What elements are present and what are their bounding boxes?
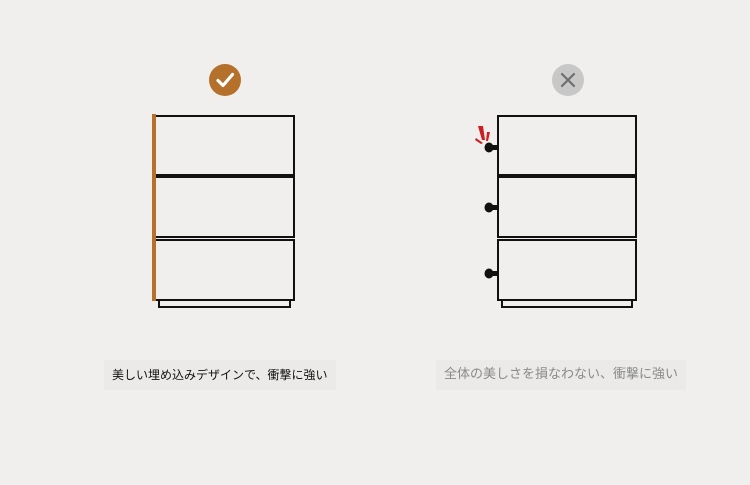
embedded-handle-strip: [152, 114, 156, 301]
drawer-bottom: [497, 239, 637, 301]
drawer-top: [154, 115, 295, 176]
drawer-middle: [154, 176, 295, 238]
cabinet-base: [158, 299, 291, 308]
bad-caption: 全体の美しさを損なわない、衝撃に強い: [436, 360, 687, 390]
check-icon: [216, 72, 235, 88]
knob-top: [484, 142, 499, 153]
cross-badge: [552, 64, 584, 96]
drawer-middle: [497, 176, 637, 238]
bad-drawer-diagram: [475, 115, 637, 308]
drawer-top: [497, 115, 637, 176]
impact-icon: [475, 126, 490, 144]
good-caption: 美しい埋め込みデザインで、衝撃に強い: [104, 360, 336, 390]
drawer-unit: [497, 115, 637, 308]
knob-bottom: [484, 268, 499, 279]
cabinet-base: [501, 299, 633, 308]
good-drawer-diagram: [152, 114, 295, 308]
knob-middle: [484, 202, 499, 213]
drawer-bottom: [154, 239, 295, 301]
drawer-unit: [154, 115, 295, 308]
cross-icon: [560, 72, 576, 88]
check-badge: [209, 64, 241, 96]
